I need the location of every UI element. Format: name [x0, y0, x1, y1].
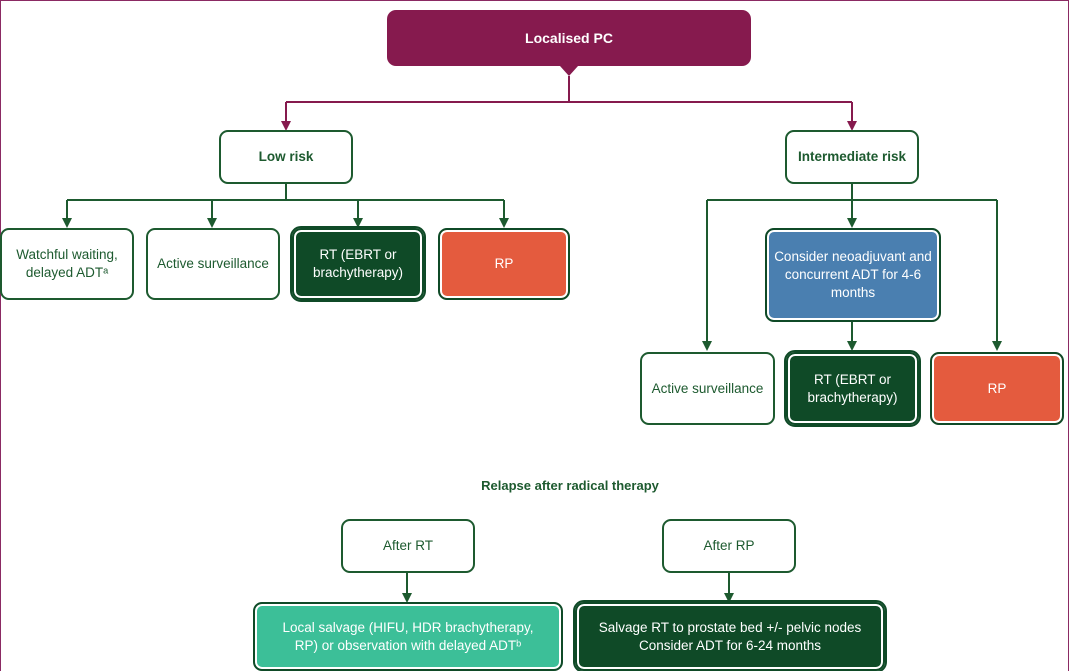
- low-risk-node: Low risk: [219, 130, 353, 184]
- root-connectors: [281, 76, 857, 131]
- intermediate-rt-node: RT (EBRT or brachytherapy): [784, 350, 921, 427]
- intermediate-rp-node: RP: [930, 352, 1064, 425]
- salvage-rt-node: Salvage RT to prostate bed +/- pelvic no…: [573, 600, 887, 671]
- neoadjuvant-adt-node: Consider neoadjuvant and concurrent ADT …: [765, 228, 941, 322]
- localised-pc-node: Localised PC: [387, 10, 751, 66]
- local-salvage-node: Local salvage (HIFU, HDR brachytherapy, …: [253, 602, 563, 671]
- root-pointer: [560, 66, 578, 76]
- relapse-connectors: [402, 572, 734, 603]
- after-rt-node: After RT: [341, 519, 475, 573]
- intermediate-active-surveillance-node: Active surveillance: [640, 352, 775, 425]
- low-risk-active-surveillance-node: Active surveillance: [146, 228, 280, 300]
- low-risk-connectors: [62, 184, 509, 228]
- intermediate-risk-node: Intermediate risk: [785, 130, 919, 184]
- after-rp-node: After RP: [662, 519, 796, 573]
- intermediate-risk-connectors: [702, 184, 1002, 351]
- watchful-waiting-node: Watchful waiting, delayed ADTᵃ: [0, 228, 134, 300]
- low-risk-rt-node: RT (EBRT or brachytherapy): [290, 226, 426, 302]
- relapse-heading: Relapse after radical therapy: [481, 478, 659, 493]
- low-risk-rp-node: RP: [438, 228, 570, 300]
